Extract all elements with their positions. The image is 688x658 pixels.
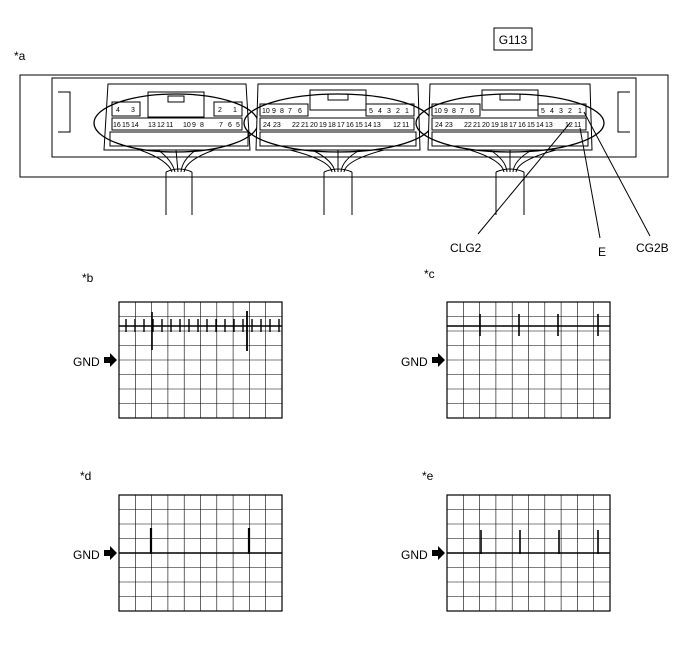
pin-label: 4 <box>378 108 382 115</box>
pin-label: 14 <box>364 122 372 129</box>
pin-label: 16 <box>346 122 354 129</box>
pin-label: 2 <box>218 107 222 114</box>
pin-label: 12 <box>565 122 573 129</box>
label-b: *b <box>82 271 94 285</box>
pin-label: 22 <box>292 122 300 129</box>
pin-label: 18 <box>500 122 508 129</box>
pin-label: 9 <box>444 108 448 115</box>
pin-label: 21 <box>301 122 309 129</box>
pin-label: 6 <box>298 108 302 115</box>
pin-label: 5 <box>369 108 373 115</box>
pin-label: 14 <box>131 122 139 129</box>
pin-label: 15 <box>122 122 130 129</box>
pin-label: 5 <box>236 122 240 129</box>
pin-label: 11 <box>402 122 409 129</box>
pin-label: 13 <box>148 122 156 129</box>
connector-mid: 10 9 8 7 6 5 4 3 2 1 24 23 22 21 20 19 1… <box>243 83 433 153</box>
gnd-arrow-icon <box>104 546 117 560</box>
pin-label: 23 <box>273 122 281 129</box>
gnd-arrow-icon <box>104 353 117 367</box>
pin-label: 20 <box>482 122 490 129</box>
mount-tab-right <box>617 91 630 133</box>
pin-label: 23 <box>445 122 453 129</box>
pin-label: 24 <box>435 122 443 129</box>
pin-label: 11 <box>574 122 581 129</box>
scope-screen-e <box>446 494 611 612</box>
pin-label: 1 <box>578 108 582 115</box>
pin-label: 6 <box>228 122 232 129</box>
scope-screen-c <box>446 301 611 419</box>
gnd-label-c: GND <box>401 355 428 369</box>
pin-label: 7 <box>219 122 223 129</box>
wire-harness-mid <box>289 149 385 215</box>
pin-label: 16 <box>113 122 121 129</box>
scope-screen-b <box>118 301 283 419</box>
label-clg2: CLG2 <box>450 241 482 255</box>
pin-label: 4 <box>550 108 554 115</box>
pin-label: 6 <box>470 108 474 115</box>
pin-label: 12 <box>393 122 401 129</box>
pin-label: 24 <box>263 122 271 129</box>
mount-tab-left <box>58 91 71 133</box>
pin-label: 16 <box>518 122 526 129</box>
pin-label: 3 <box>559 108 563 115</box>
pin-label: 8 <box>200 122 204 129</box>
pin-label: 1 <box>405 108 409 115</box>
pin-label: 5 <box>541 108 545 115</box>
scope-screen-d <box>118 494 283 612</box>
label-cg2b: CG2B <box>636 241 669 255</box>
gnd-label-b: GND <box>73 355 100 369</box>
pin-label: 8 <box>280 108 284 115</box>
label-d: *d <box>80 469 91 483</box>
pin-label: 17 <box>509 122 517 129</box>
gnd-arrow-icon <box>432 353 445 367</box>
pin-label: 19 <box>491 122 499 129</box>
pin-label: 14 <box>536 122 544 129</box>
pin-label: 8 <box>452 108 456 115</box>
gnd-label-e: GND <box>401 548 428 562</box>
pin-label: 10 <box>262 108 270 115</box>
pin-label: 21 <box>473 122 481 129</box>
connector-id-box <box>493 27 533 51</box>
pin-label: 10 <box>434 108 442 115</box>
pin-label: 7 <box>460 108 464 115</box>
wire-harness-left <box>139 149 215 215</box>
pin-label: 9 <box>272 108 276 115</box>
connector-right: 10 9 8 7 6 5 4 3 2 1 24 23 22 21 20 19 1… <box>415 83 605 153</box>
pin-label: 11 <box>166 122 173 129</box>
pin-label: 10 <box>183 122 191 129</box>
pin-label: 13 <box>373 122 381 129</box>
label-c: *c <box>424 267 435 281</box>
pin-label: 3 <box>131 107 135 114</box>
pin-label: 2 <box>396 108 400 115</box>
pin-label: 4 <box>116 107 120 114</box>
label-e-scope: *e <box>422 469 434 483</box>
pin-label: 3 <box>387 108 391 115</box>
pin-label: 15 <box>355 122 363 129</box>
leader-lines <box>477 111 651 239</box>
pin-label: 15 <box>527 122 535 129</box>
connector-left: 4 3 2 1 16 15 14 13 12 11 10 9 8 7 6 5 <box>93 83 259 153</box>
pin-label: 7 <box>288 108 292 115</box>
label-a: *a <box>14 49 26 63</box>
pin-label: 9 <box>192 122 196 129</box>
connector-id: G113 <box>499 33 528 47</box>
pin-label: 19 <box>319 122 327 129</box>
pin-label: 22 <box>464 122 472 129</box>
pin-label: 2 <box>568 108 572 115</box>
pin-label: 1 <box>233 107 237 114</box>
gnd-arrow-icon <box>432 546 445 560</box>
pin-label: 13 <box>545 122 553 129</box>
pin-label: 12 <box>157 122 165 129</box>
pin-label: 20 <box>310 122 318 129</box>
label-e: E <box>598 245 606 259</box>
wire-harness-right <box>469 149 557 215</box>
pin-label: 18 <box>328 122 336 129</box>
gnd-label-d: GND <box>73 548 100 562</box>
pin-label: 17 <box>337 122 345 129</box>
